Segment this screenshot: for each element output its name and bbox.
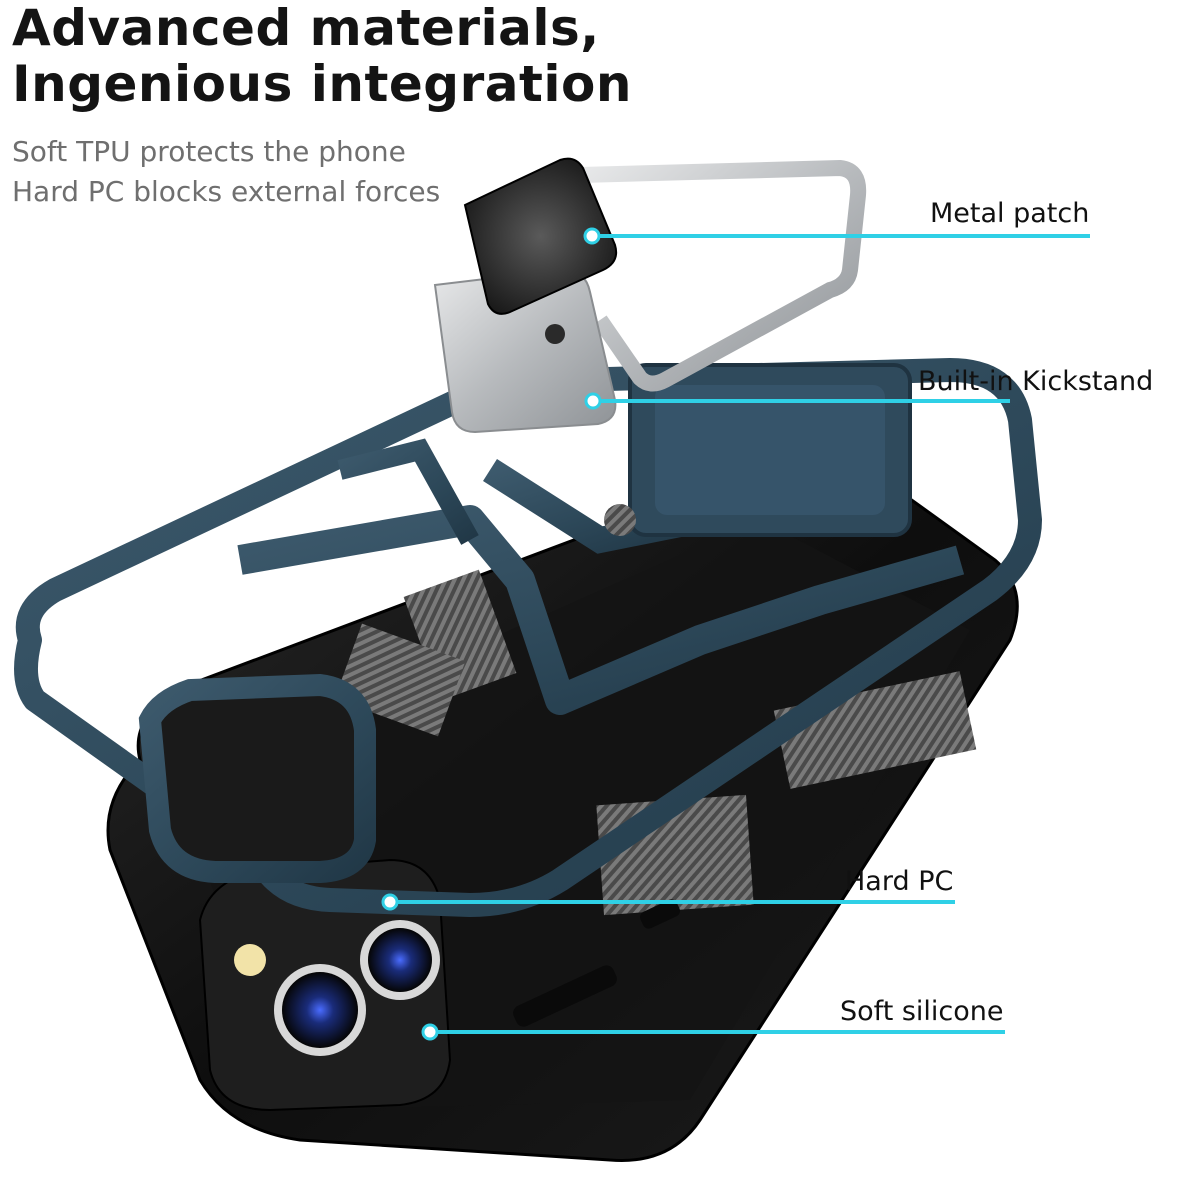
headline-line-2: Ingenious integration: [12, 55, 632, 113]
callout-lines: [381, 227, 1090, 1041]
callout-metal-patch: Metal patch: [930, 198, 1090, 229]
headline-line-1: Advanced materials,: [12, 0, 600, 57]
subtitle: Soft TPU protects the phone Hard PC bloc…: [12, 132, 440, 212]
metal-patch: [463, 157, 618, 315]
callout-hard-pc: Hard PC: [845, 866, 954, 897]
subtitle-line-2: Hard PC blocks external forces: [12, 175, 441, 208]
headline: Advanced materials, Ingenious integratio…: [12, 0, 632, 112]
metal-kickstand: [433, 160, 867, 434]
blue-hard-pc-frame: [14, 358, 1042, 917]
subtitle-line-1: Soft TPU protects the phone: [12, 135, 406, 168]
camera-module: [198, 858, 452, 1112]
callout-built-in-kickstand: Built-in Kickstand: [918, 366, 1154, 397]
callout-soft-silicone: Soft silicone: [840, 996, 1004, 1027]
